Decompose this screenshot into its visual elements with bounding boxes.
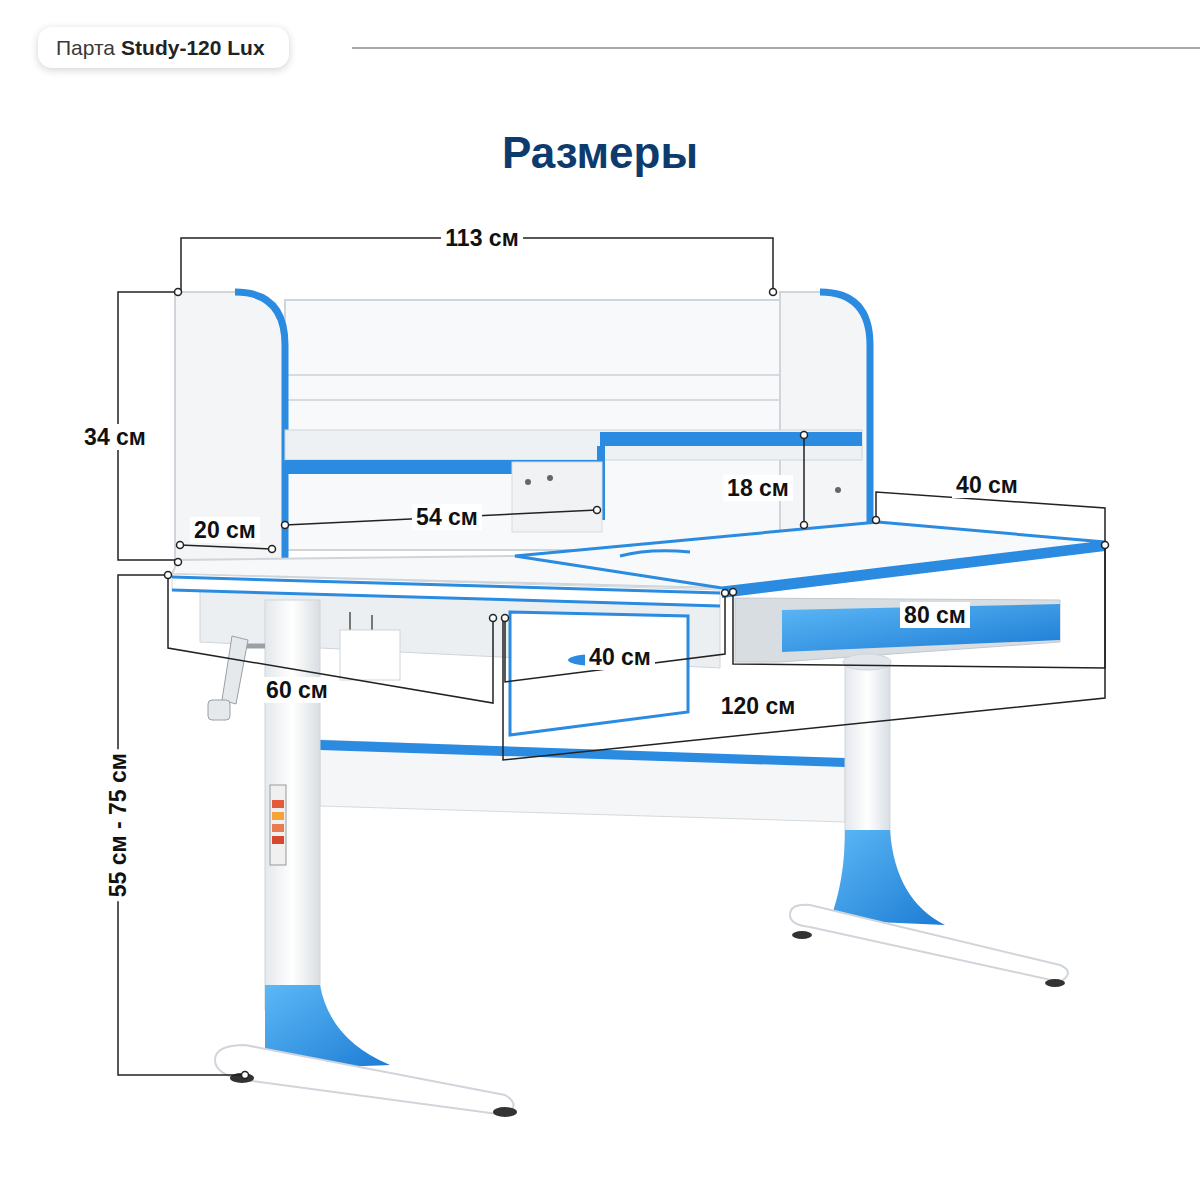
- dimension-dot: [801, 522, 808, 529]
- pen-groove: [620, 551, 690, 556]
- dimension-dot: [269, 546, 276, 553]
- dimension-label: 113 см: [441, 225, 522, 251]
- sticker-band: [272, 812, 284, 820]
- glide: [1045, 979, 1065, 987]
- hutch-shelf: [285, 430, 862, 460]
- dimension-line: [876, 492, 1105, 545]
- dimension-label: 20 см: [190, 517, 260, 543]
- dimension-label: 55 см - 75 см: [105, 749, 131, 901]
- dimension-label: 40 см: [952, 472, 1022, 498]
- tilt-edge: [722, 542, 1105, 598]
- dimension-label: 54 см: [412, 504, 482, 530]
- dimension-line: [180, 545, 272, 549]
- dimension-label: 60 см: [262, 677, 332, 703]
- dimension-dot: [165, 572, 172, 579]
- dimension-label: 40 см: [585, 644, 655, 670]
- sticker-band: [272, 800, 284, 808]
- top-edge: [172, 577, 720, 593]
- dimension-dot: [490, 615, 497, 622]
- dimension-dot: [502, 615, 509, 622]
- dimension-label: 18 см: [723, 475, 793, 501]
- drawer-body: [735, 598, 1060, 662]
- glide: [493, 1107, 517, 1117]
- screw: [525, 479, 531, 485]
- sticker-band: [272, 824, 284, 832]
- header-rule: [352, 47, 1200, 49]
- hutch-rail: [285, 374, 780, 376]
- leg-collar: [843, 654, 891, 670]
- right-foot: [830, 830, 945, 925]
- hutch-rail: [285, 399, 780, 401]
- hutch-back: [285, 300, 780, 550]
- hutch-left-side: [175, 292, 285, 578]
- dimension-dot: [722, 590, 729, 597]
- sticker-band: [272, 836, 284, 844]
- dimension-line: [503, 548, 1105, 760]
- dimension-label: 80 см: [900, 602, 970, 628]
- dimension-dot: [873, 517, 880, 524]
- shelf-edge: [600, 432, 862, 446]
- dimension-dot: [594, 507, 601, 514]
- product-name: Study-120 Lux: [121, 36, 265, 59]
- height-sticker: [270, 785, 286, 865]
- product-tab: Парта Study-120 Lux: [38, 27, 289, 68]
- dimension-dot: [1102, 542, 1109, 549]
- dimension-lines: [118, 238, 1105, 1075]
- screw: [835, 487, 841, 493]
- small-drawer: [510, 612, 688, 735]
- crank-knob: [208, 700, 230, 720]
- dimension-dot: [242, 1072, 249, 1079]
- left-base: [215, 1045, 514, 1115]
- dimension-dots: [165, 289, 1109, 1079]
- dimension-dot: [770, 289, 777, 296]
- left-leg: [265, 600, 320, 1010]
- glide: [792, 931, 812, 939]
- dimension-line: [168, 577, 493, 703]
- top-front: [172, 574, 720, 606]
- dimension-label: 34 см: [80, 424, 150, 450]
- hook-plate: [340, 630, 400, 680]
- hutch-bracket: [512, 462, 602, 532]
- dimension-dot: [175, 559, 182, 566]
- top-edge: [172, 590, 720, 606]
- dimension-dot: [801, 432, 808, 439]
- crossbar-edge: [320, 740, 845, 767]
- dimension-line: [733, 548, 1105, 668]
- screw: [547, 475, 553, 481]
- dimension-dot: [730, 589, 737, 596]
- hutch-edge: [820, 292, 870, 540]
- dimension-line: [505, 593, 725, 682]
- hutch-right-side: [780, 292, 870, 545]
- page-title: Размеры: [0, 128, 1200, 178]
- right-base: [790, 905, 1068, 982]
- dimension-label: 120 см: [717, 693, 800, 719]
- tab-label: Парта: [56, 36, 115, 59]
- crank-arm: [222, 636, 248, 704]
- dimension-dot: [282, 522, 289, 529]
- dimension-dot: [177, 542, 184, 549]
- dimension-line: [803, 435, 805, 525]
- dimension-dot: [175, 289, 182, 296]
